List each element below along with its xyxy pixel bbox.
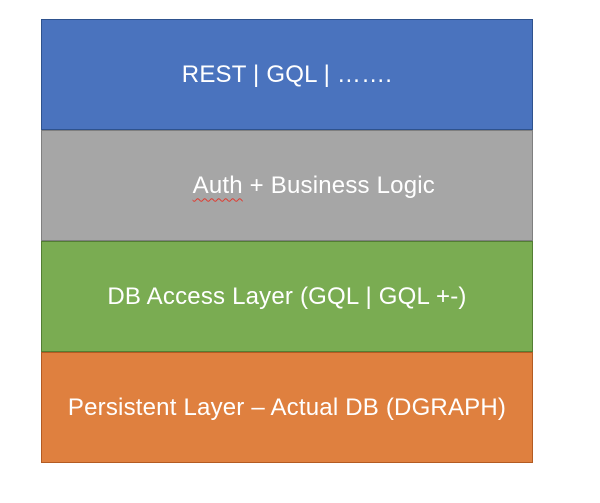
misspelled-word-auth: Auth [192, 171, 243, 199]
layer-db-access-label: DB Access Layer (GQL | GQL +-) [107, 282, 467, 310]
layer-rest-gql: REST | GQL | ……. [41, 19, 533, 130]
layer-rest-gql-label: REST | GQL | ……. [181, 60, 393, 88]
layer-auth-business-logic-label: Auth + Business Logic [139, 144, 435, 228]
layer-db-access: DB Access Layer (GQL | GQL +-) [41, 241, 533, 352]
layer-stack: REST | GQL | ……. Auth + Business Logic D… [41, 19, 533, 463]
layer-persistent-db: Persistent Layer – Actual DB (DGRAPH) [41, 352, 533, 463]
layer-auth-business-logic: Auth + Business Logic [41, 130, 533, 241]
layer-auth-label-rest: + Business Logic [242, 171, 435, 199]
layer-persistent-db-label: Persistent Layer – Actual DB (DGRAPH) [67, 393, 507, 421]
